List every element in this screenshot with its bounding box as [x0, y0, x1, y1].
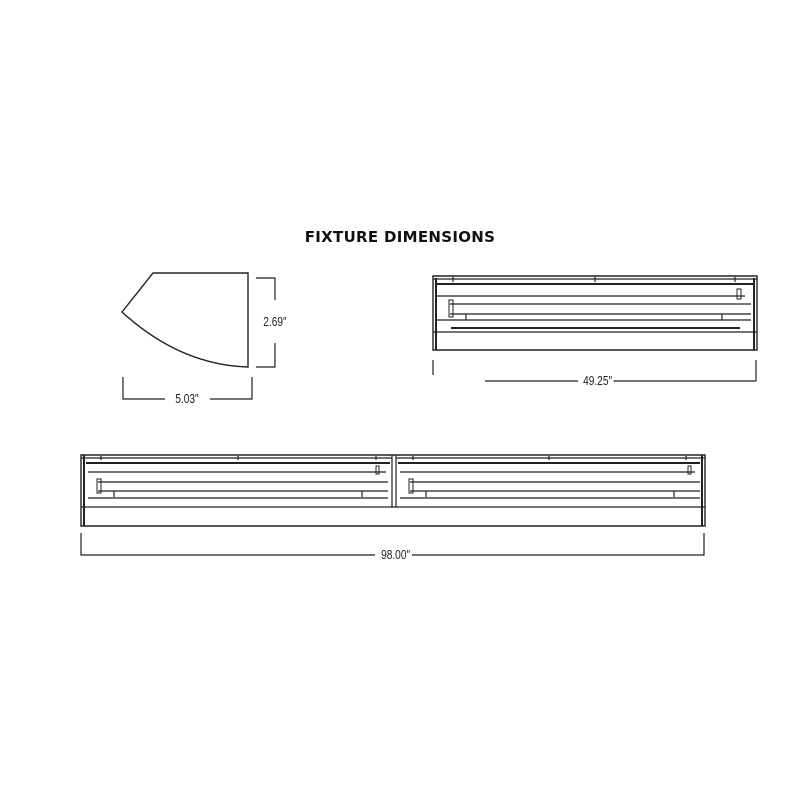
double-fixture-length-label: 98.00": [379, 547, 412, 562]
single-fixture-length-label: 49.25": [581, 373, 614, 388]
end-profile-view: [122, 273, 275, 399]
double-fixture-view: [81, 455, 705, 555]
drawing-title: FIXTURE DIMENSIONS: [304, 228, 496, 246]
end-profile-height-label: 2.69": [261, 314, 289, 329]
end-profile-width-label: 5.03": [173, 391, 201, 406]
single-fixture-view: [433, 276, 757, 381]
